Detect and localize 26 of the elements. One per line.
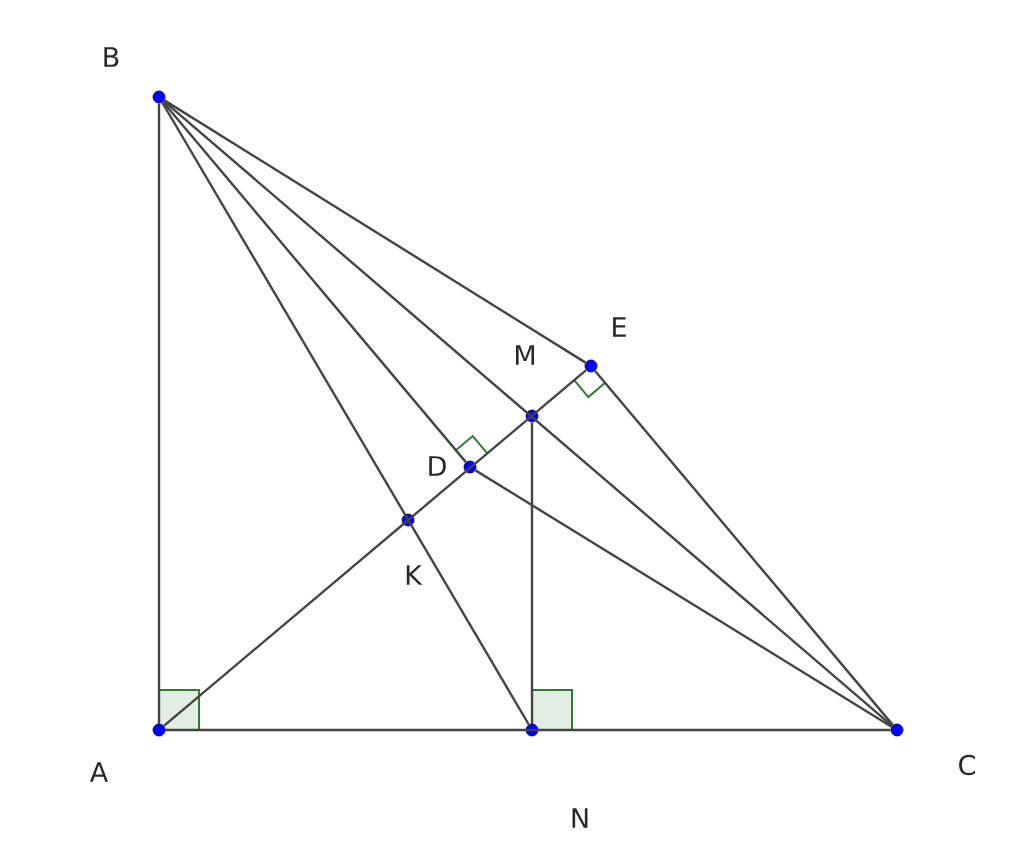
point (152, 90, 166, 104)
line-segment (162, 101, 467, 463)
point-label: M (516, 345, 535, 365)
line-segment (161, 101, 530, 726)
point-label: D (429, 456, 446, 476)
point-label: B (104, 47, 119, 67)
point (152, 723, 166, 737)
line-segment (163, 100, 893, 727)
point-label: N (572, 808, 588, 828)
line-segment (474, 469, 893, 728)
point (584, 359, 598, 373)
line-segment (165, 728, 891, 732)
line-segment (163, 369, 587, 727)
point-label: A (89, 762, 109, 782)
point (463, 460, 477, 474)
line-segment (157, 103, 161, 724)
point (890, 723, 904, 737)
line-segment (594, 370, 894, 726)
point-label: E (613, 317, 626, 337)
point-label: C (959, 754, 975, 776)
line-segment (530, 422, 534, 724)
point (525, 723, 539, 737)
point (401, 513, 415, 527)
point-label: K (406, 565, 423, 585)
line-segment (163, 99, 587, 364)
point (525, 409, 539, 423)
